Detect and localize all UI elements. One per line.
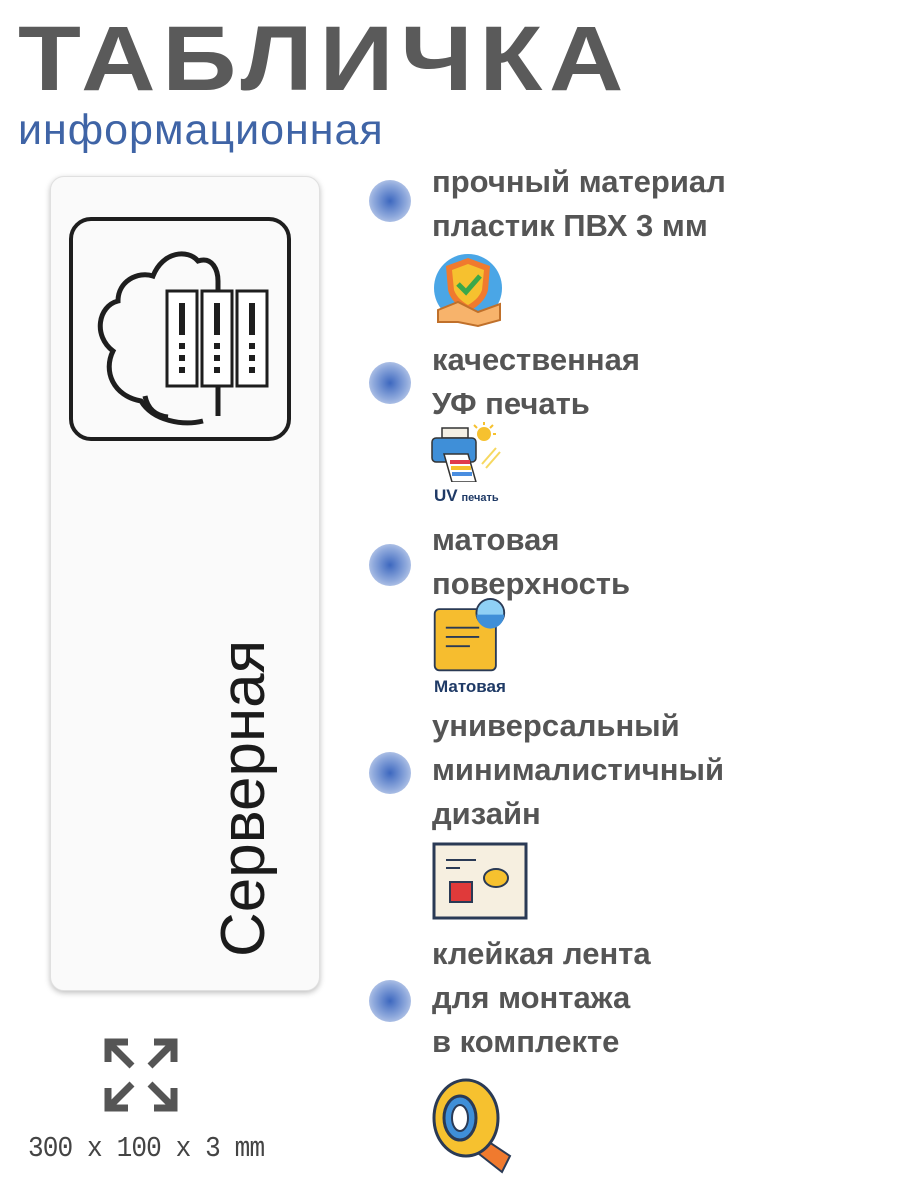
uv-printer-icon xyxy=(430,420,502,487)
feature-matte: матовая поверхность xyxy=(432,518,630,606)
design-card-icon xyxy=(432,842,528,925)
bullet-icon xyxy=(369,180,411,222)
feature-material: прочный материал пластик ПВХ 3 мм xyxy=(432,160,726,248)
cloud-server-icon xyxy=(69,217,291,441)
feature-line: качественная xyxy=(432,342,640,377)
feature-line: УФ печать xyxy=(432,386,590,421)
plate-label: Серверная xyxy=(209,639,278,957)
feature-line: в комплекте xyxy=(432,1024,620,1059)
sign-plate: Серверная xyxy=(50,176,320,991)
feature-line: дизайн xyxy=(432,796,541,831)
feature-uv-print: качественная УФ печать xyxy=(432,338,640,426)
expand-arrows-icon xyxy=(104,1038,178,1117)
caption-uv: UV xyxy=(434,486,458,505)
caption-print: печать xyxy=(461,492,499,504)
bullet-icon xyxy=(369,980,411,1022)
feature-line: минималистичный xyxy=(432,752,725,787)
feature-line: прочный материал xyxy=(432,164,726,199)
feature-line: пластик ПВХ 3 мм xyxy=(432,208,708,243)
tape-roll-icon xyxy=(430,1076,514,1181)
subtitle: информационная xyxy=(18,106,384,154)
bullet-icon xyxy=(369,752,411,794)
title: ТАБЛИЧКА xyxy=(18,8,631,110)
feature-line: для монтажа xyxy=(432,980,631,1015)
feature-line: клейкая лента xyxy=(432,936,651,971)
feature-line: универсальный xyxy=(432,708,680,743)
dimensions-label: 300 x 100 x 3 mm xyxy=(28,1132,265,1165)
matte-surface-icon xyxy=(430,598,508,679)
matte-caption: Матовая xyxy=(434,677,506,696)
uv-caption: UV печать xyxy=(434,486,499,508)
shield-handshake-icon xyxy=(430,250,508,335)
feature-tape: клейкая лента для монтажа в комплекте xyxy=(432,932,651,1064)
feature-line: поверхность xyxy=(432,566,631,601)
feature-design: универсальный минималистичный дизайн xyxy=(432,704,724,836)
bullet-icon xyxy=(369,362,411,404)
feature-line: матовая xyxy=(432,522,560,557)
bullet-icon xyxy=(369,544,411,586)
